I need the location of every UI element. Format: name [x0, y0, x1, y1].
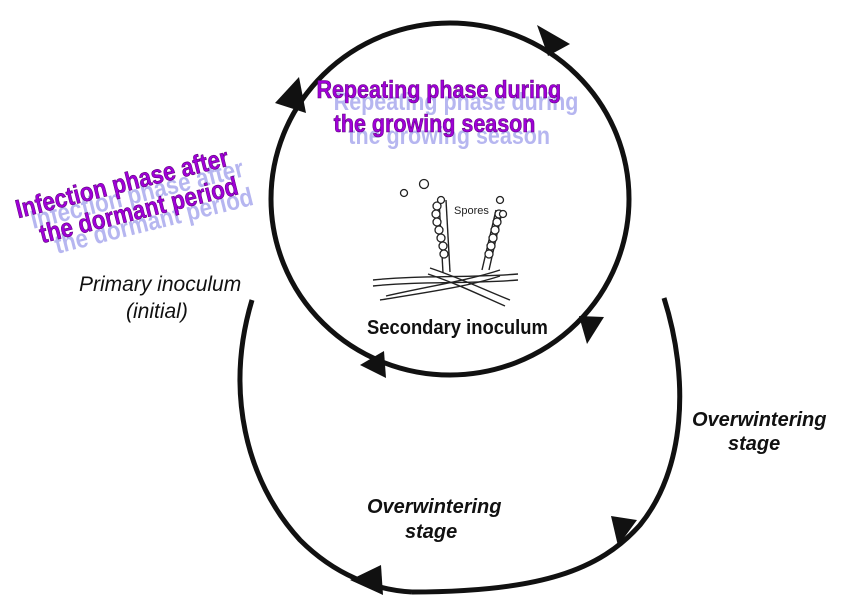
overwintering-bottom-sublabel: stage: [405, 521, 457, 543]
primary-cycle-right-arc: [411, 297, 683, 595]
arrow-bottom-arc-icon: [350, 565, 383, 595]
repeating-phase-shadow-2: the growing season: [348, 121, 550, 149]
secondary-cycle-circle: [268, 20, 632, 378]
overwintering-right-label: Overwintering: [692, 409, 826, 431]
arrow-circle-lower-right-icon: [579, 316, 604, 344]
repeating-phase-line-2: the growing season: [334, 109, 536, 137]
overwintering-bottom-label: Overwintering: [367, 496, 501, 518]
infection-phase-title: Infection phase after the dormant period…: [12, 143, 256, 260]
secondary-inoculum-label: Secondary inoculum: [367, 317, 548, 339]
released-spores: [399, 178, 508, 219]
spore-chain-left: [431, 201, 449, 259]
repeating-phase-line-1: Repeating phase during: [316, 75, 561, 103]
arrow-top-right-icon: [537, 25, 570, 56]
spores-label: Spores: [454, 205, 489, 217]
primary-inoculum-label: Primary inoculum: [79, 273, 241, 296]
primary-inoculum-sublabel: (initial): [126, 300, 188, 323]
primary-cycle-left-arc: [237, 299, 413, 595]
spore-chain-right: [484, 209, 504, 259]
overwintering-right-sublabel: stage: [728, 433, 780, 455]
repeating-phase-title: Repeating phase during the growing seaso…: [316, 75, 578, 149]
arrow-top-left-icon: [275, 77, 306, 113]
arrow-circle-lower-left-icon: [360, 351, 386, 378]
repeating-phase-shadow-1: Repeating phase during: [334, 87, 579, 115]
arrow-right-arc-icon: [611, 516, 637, 546]
